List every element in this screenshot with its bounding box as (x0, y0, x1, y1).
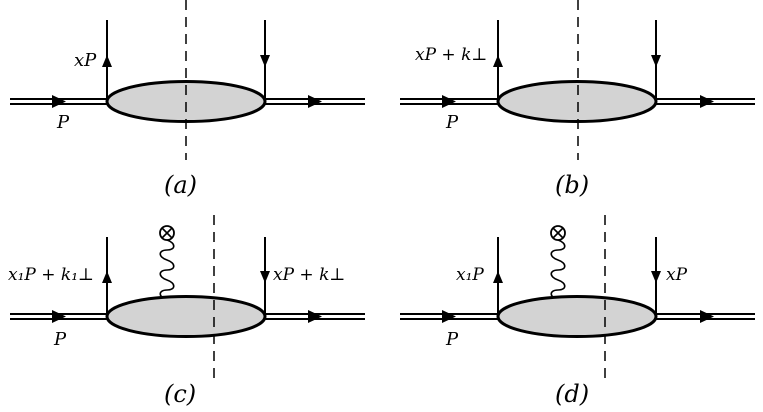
arrow-icon (308, 95, 322, 108)
arrow-up-icon (493, 55, 503, 67)
arrow-down-icon (260, 55, 270, 67)
arrow-down-icon (651, 55, 661, 67)
left-label: x₁P (456, 265, 484, 285)
panel-c: x₁P + k₁⊥ P xP + k⊥ (c) (8, 215, 365, 408)
panel-caption: (c) (164, 380, 196, 408)
blob (496, 80, 658, 123)
arrow-icon (442, 310, 456, 323)
left-label: x₁P + k₁⊥ (8, 265, 94, 285)
arrow-icon (700, 95, 714, 108)
bottom-label: P (445, 329, 459, 350)
arrow-icon (308, 310, 322, 323)
left-label: xP (74, 50, 97, 71)
arrow-down-icon (260, 271, 270, 283)
arrow-icon (52, 95, 66, 108)
panel-caption: (d) (555, 380, 589, 408)
panel-a: xP P (a) (10, 0, 365, 199)
arrow-up-icon (102, 271, 112, 283)
arrow-down-icon (651, 271, 661, 283)
arrow-icon (52, 310, 66, 323)
panel-caption: (b) (555, 171, 589, 199)
right-label: xP + k⊥ (273, 265, 345, 285)
blob (105, 295, 267, 338)
panel-d: x₁P P xP (d) (400, 215, 755, 408)
panel-b: xP + k⊥ P (b) (400, 0, 755, 199)
gluon-line (159, 225, 175, 301)
bottom-label: P (56, 112, 70, 133)
arrow-icon (700, 310, 714, 323)
arrow-up-icon (493, 271, 503, 283)
right-label: xP (666, 265, 688, 285)
panel-caption: (a) (164, 171, 197, 199)
arrow-up-icon (102, 55, 112, 67)
gluon-line (550, 225, 566, 301)
left-label: xP + k⊥ (415, 45, 487, 65)
bottom-label: P (445, 112, 459, 133)
arrow-icon (442, 95, 456, 108)
bottom-label: P (53, 329, 67, 350)
blob (496, 295, 658, 338)
